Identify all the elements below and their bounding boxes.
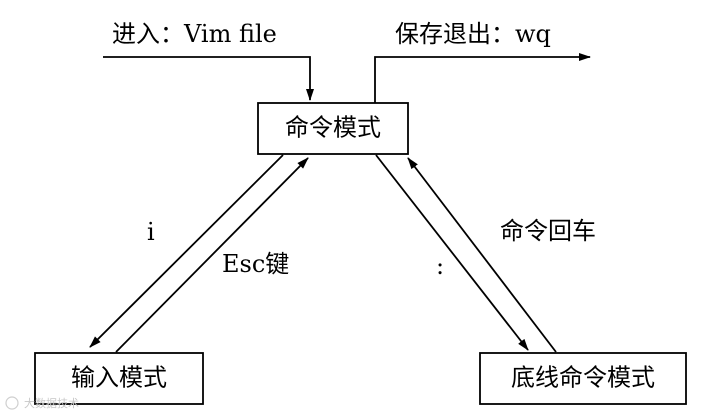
watermark-logo-icon [5,396,19,410]
command-mode-label: 命令模式 [285,114,381,142]
insert-arrow [89,154,284,348]
save-exit-arrow [374,53,591,103]
colon-key-label: : [436,252,444,280]
last-line-mode-label: 底线命令模式 [511,364,655,392]
esc-arrow [115,157,309,353]
enter-label: 进入：Vim file [112,20,277,48]
last-line-mode-box: 底线命令模式 [479,352,687,405]
watermark: 大数据技术 [5,396,79,410]
command-enter-arrow [407,157,557,353]
insert-mode-label: 输入模式 [71,364,167,392]
insert-key-label: i [147,218,155,246]
watermark-text: 大数据技术 [24,396,79,410]
esc-key-label: Esc键 [222,250,289,278]
insert-mode-box: 输入模式 [34,352,204,405]
enter-arrow [103,56,314,101]
save-exit-label: 保存退出：wq [395,20,551,48]
command-mode-box: 命令模式 [257,102,409,155]
colon-arrow [375,154,529,351]
command-enter-label: 命令回车 [500,217,596,245]
